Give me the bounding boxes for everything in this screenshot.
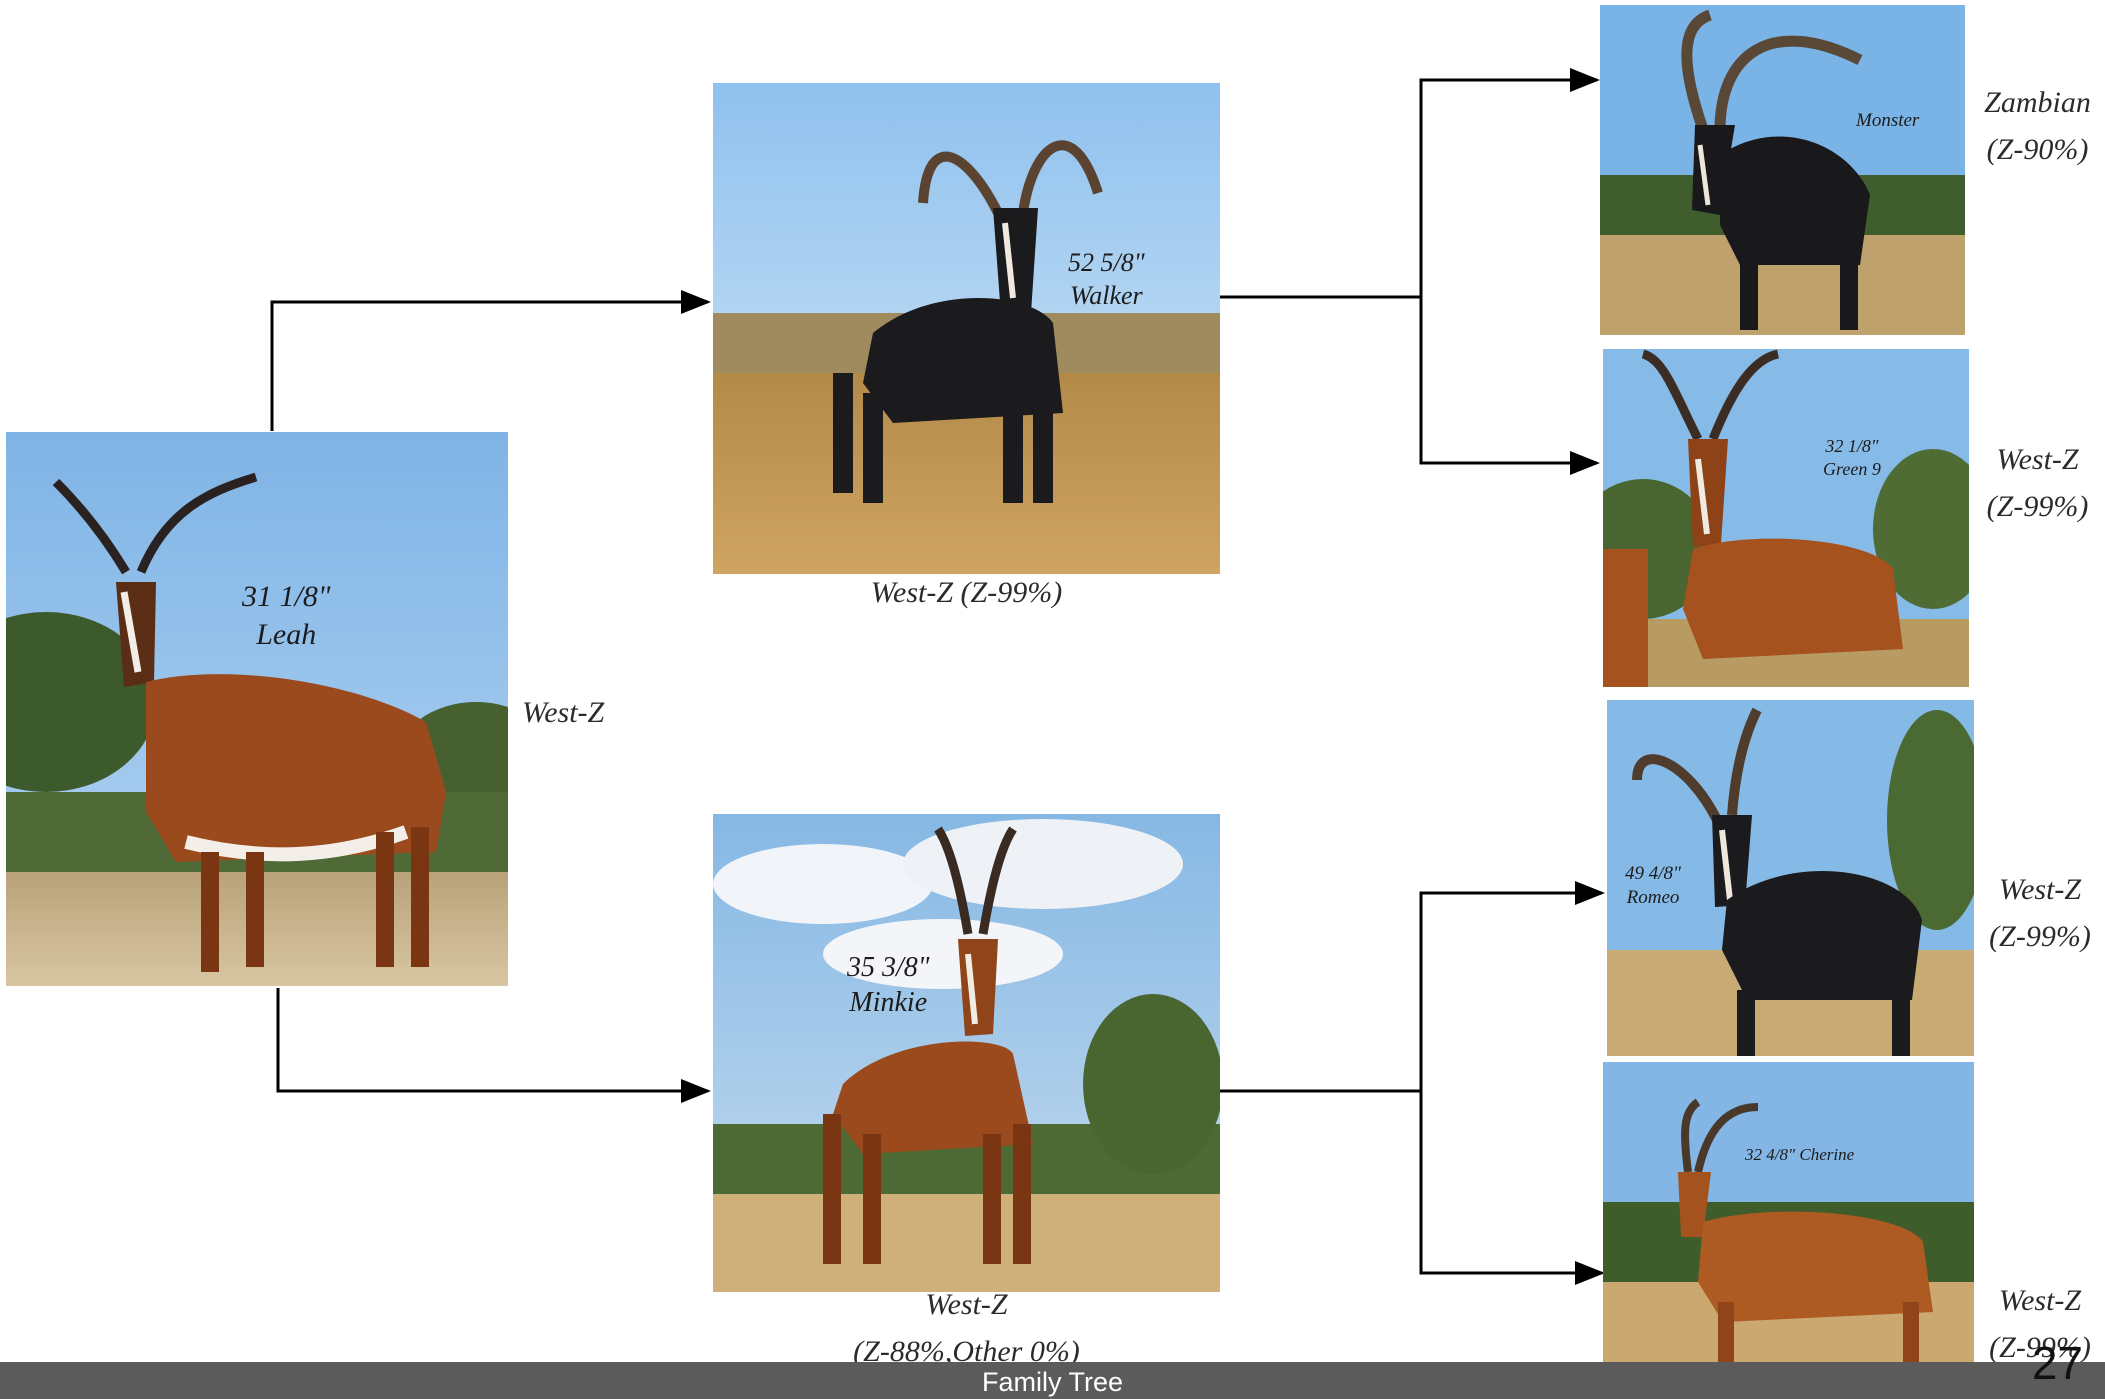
romeo-name-text: Romeo bbox=[1626, 886, 1680, 908]
cherine-photo: 32 4/8" Cherine bbox=[1603, 1062, 1974, 1362]
walker-photo: 52 5/8" Walker bbox=[713, 83, 1220, 574]
romeo-tag-overlay: 49 4/8" Romeo bbox=[1625, 862, 1681, 910]
footer-bar: Family Tree bbox=[0, 1362, 2105, 1399]
romeo-lineage-line2: (Z-99%) bbox=[1989, 919, 2091, 953]
green9-name-text: Green 9 bbox=[1823, 458, 1881, 479]
green9-tag-overlay: 32 1/8" Green 9 bbox=[1823, 435, 1881, 480]
walker-tag-text: 52 5/8" bbox=[1068, 248, 1145, 277]
cherine-lineage-line1: West-Z bbox=[1998, 1284, 2082, 1317]
green9-lineage-line2: (Z-99%) bbox=[1986, 489, 2089, 523]
leah-name-text: Leah bbox=[256, 617, 317, 651]
monster-name-overlay: Monster bbox=[1856, 110, 1920, 131]
romeo-lineage-label: West-Z (Z-99%) bbox=[1975, 867, 2105, 960]
romeo-tag-text: 49 4/8" bbox=[1625, 863, 1682, 884]
cherine-lineage-label: West-Z (Z-99%) bbox=[1975, 1278, 2105, 1371]
cherine-caption-overlay: 32 4/8" Cherine bbox=[1745, 1145, 1855, 1164]
monster-photo: Monster bbox=[1600, 5, 1965, 335]
walker-tag-overlay: 52 5/8" Walker bbox=[1068, 247, 1145, 312]
minkie-lineage-label: West-Z (Z-88%,Other 0%) bbox=[713, 1282, 1220, 1375]
minkie-lineage-line1: West-Z bbox=[925, 1288, 1008, 1321]
green9-lineage-label: West-Z (Z-99%) bbox=[1970, 437, 2105, 530]
green9-tag-text: 32 1/8" bbox=[1825, 436, 1879, 456]
leah-tag-overlay: 31 1/8" Leah bbox=[242, 578, 330, 653]
minkie-to-romeo-connector bbox=[1219, 881, 1605, 1093]
leah-to-minkie-connector bbox=[276, 988, 711, 1103]
romeo-lineage-line1: West-Z bbox=[1998, 873, 2082, 906]
walker-to-green9-connector bbox=[1419, 297, 1600, 475]
walker-to-monster-connector bbox=[1219, 68, 1600, 299]
monster-lineage-line1: Zambian bbox=[1984, 86, 2091, 119]
leah-to-walker-connector bbox=[270, 290, 711, 431]
page-number: 27 bbox=[2031, 1337, 2083, 1389]
minkie-tag-overlay: 35 3/8" Minkie bbox=[847, 950, 930, 1020]
monster-lineage-label: Zambian (Z-90%) bbox=[1970, 80, 2105, 173]
leah-tag-text: 31 1/8" bbox=[242, 580, 331, 613]
walker-name-text: Walker bbox=[1069, 280, 1143, 310]
leah-lineage-label: West-Z bbox=[522, 696, 605, 729]
monster-lineage-line2: (Z-90%) bbox=[1986, 132, 2089, 166]
romeo-photo: 49 4/8" Romeo bbox=[1607, 700, 1974, 1056]
cherine-lineage-line2: (Z-99%) bbox=[1989, 1330, 2091, 1364]
minkie-name-text: Minkie bbox=[849, 987, 928, 1018]
walker-lineage-label: West-Z (Z-99%) bbox=[870, 576, 1063, 609]
green9-photo: 32 1/8" Green 9 bbox=[1603, 349, 1969, 687]
minkie-to-cherine-connector bbox=[1419, 1091, 1605, 1285]
minkie-photo: 35 3/8" Minkie bbox=[713, 814, 1220, 1292]
green9-lineage-line1: West-Z bbox=[1996, 443, 2079, 476]
leah-photo: 31 1/8" Leah bbox=[6, 432, 508, 986]
footer-title: Family Tree bbox=[981, 1367, 1124, 1397]
minkie-tag-text: 35 3/8" bbox=[847, 952, 930, 983]
